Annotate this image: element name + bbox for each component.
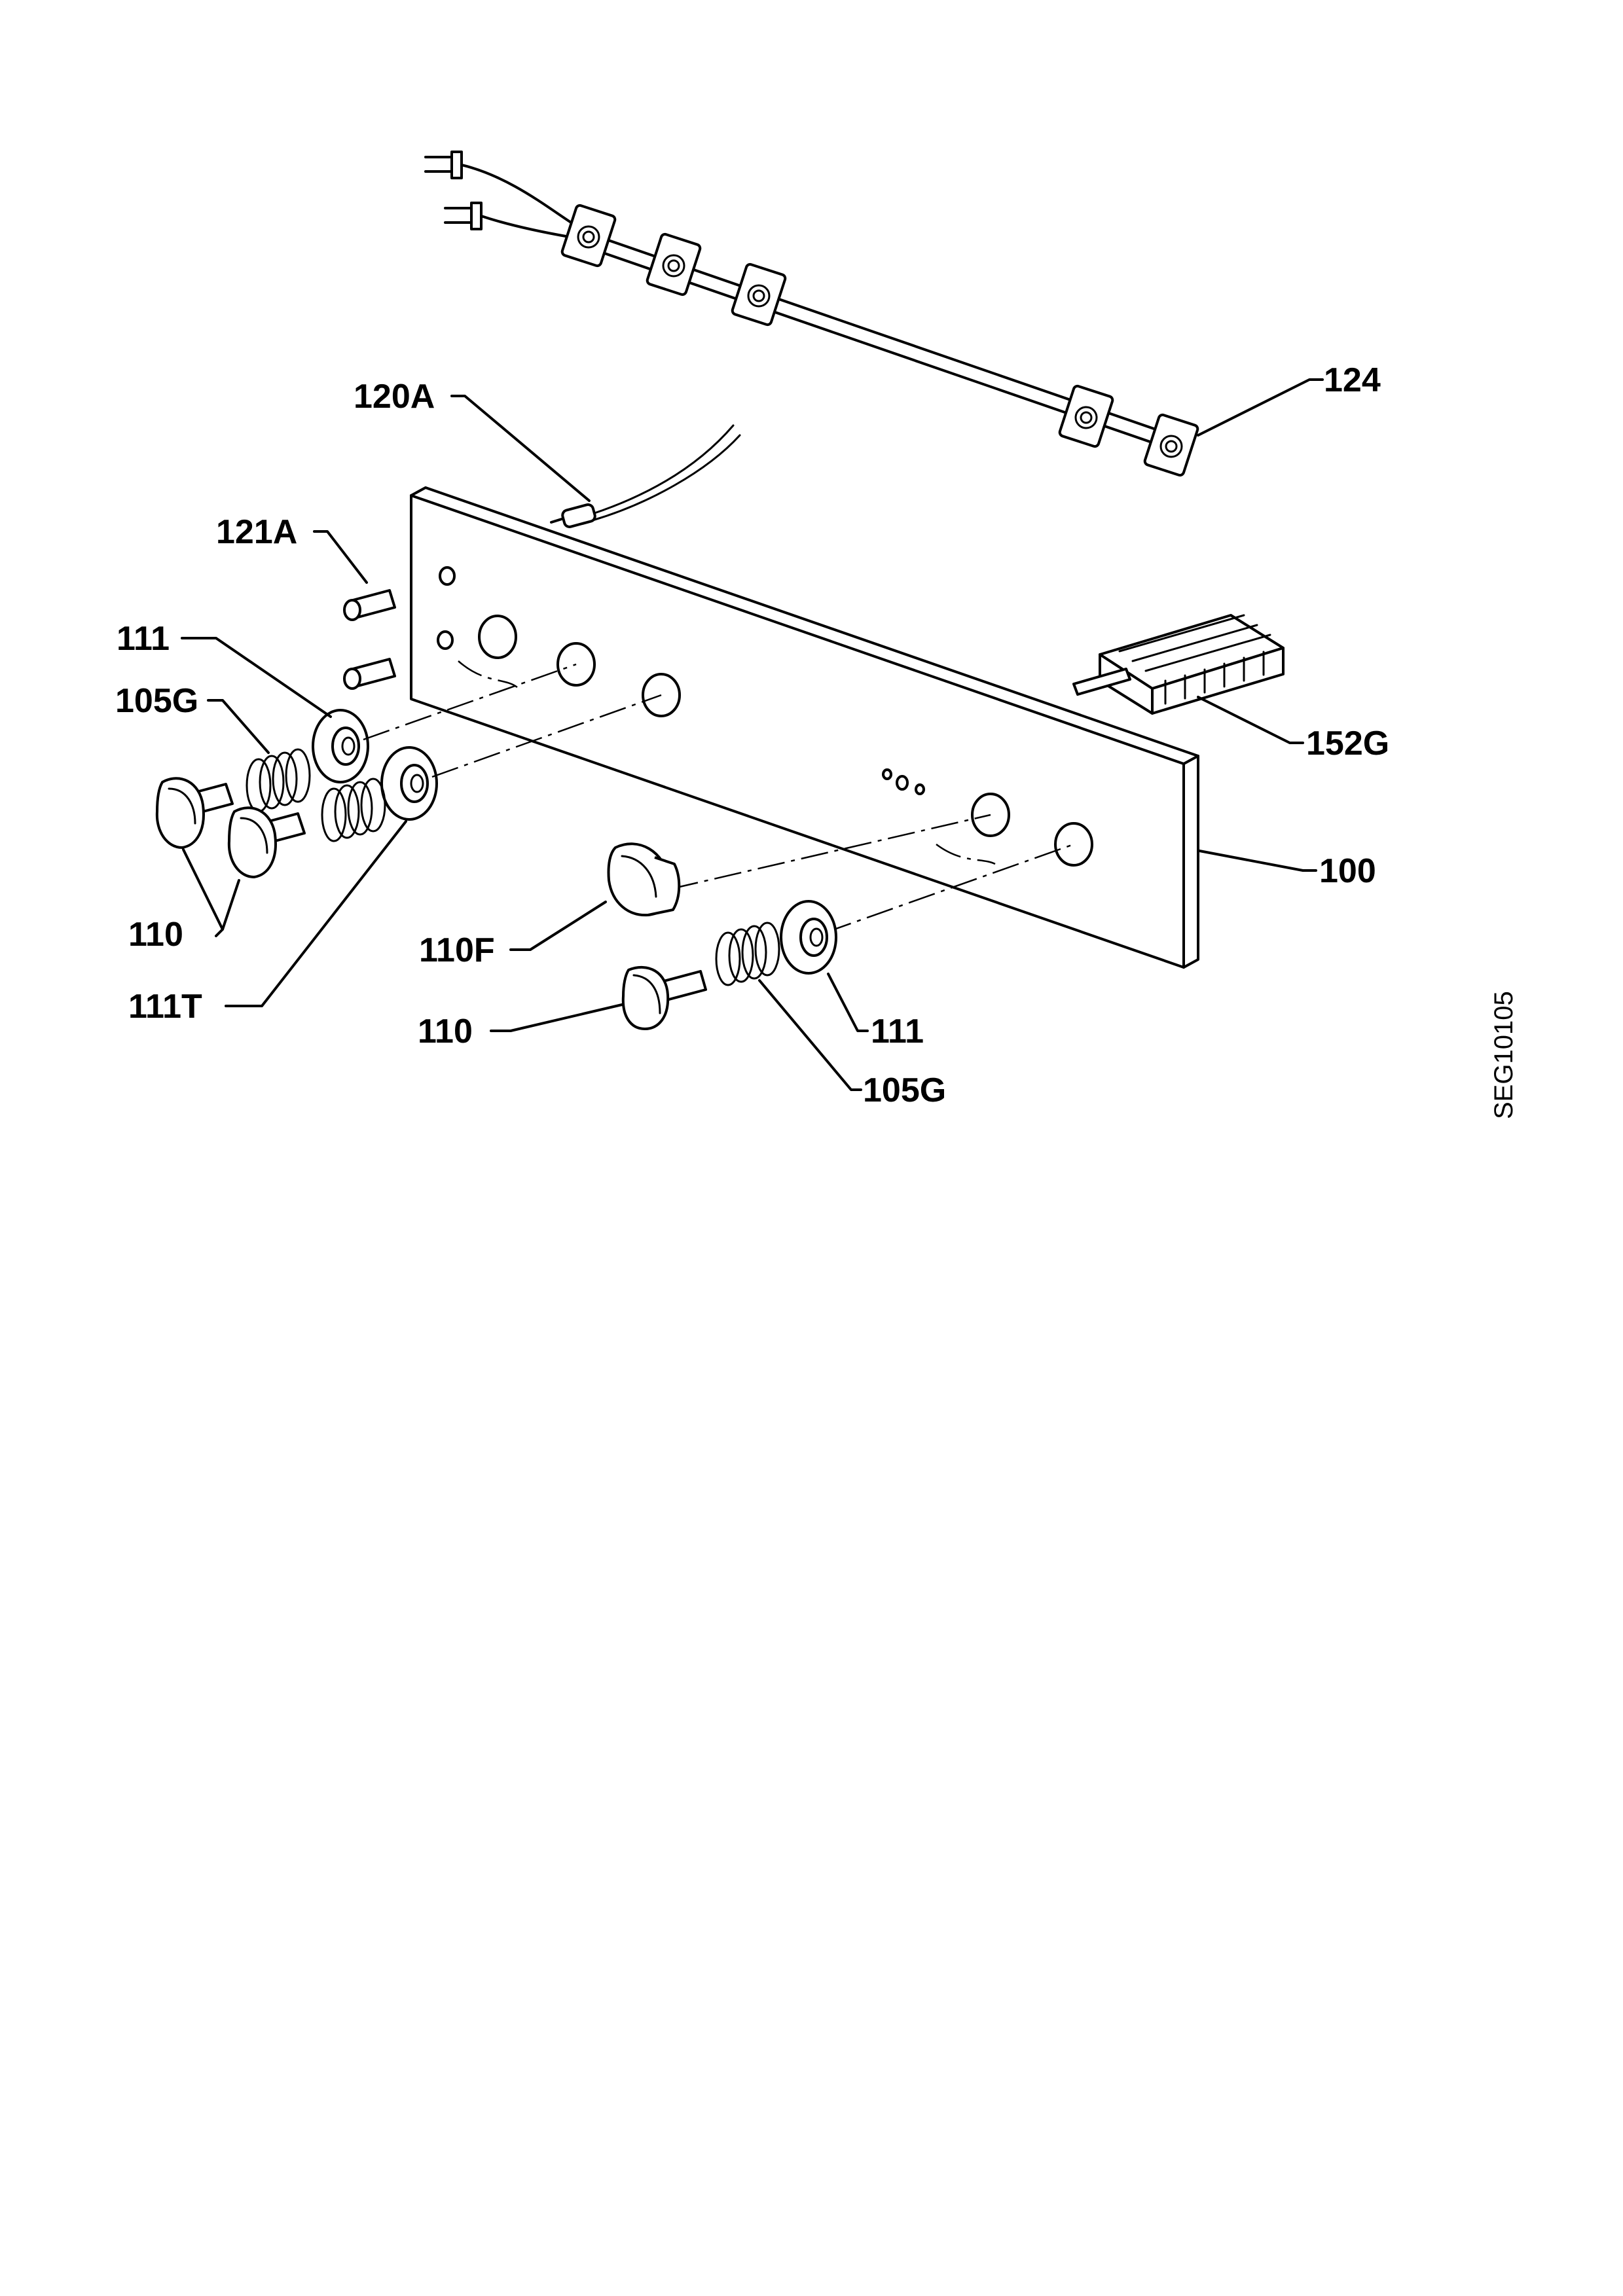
terminal-block-152G	[1072, 614, 1285, 715]
lamp-holder-121A	[343, 589, 396, 690]
drawing-code: SEG10105	[1489, 991, 1518, 1119]
leader-111-top	[181, 637, 332, 718]
control-knob-110-left-bottom	[227, 806, 306, 878]
control-knob-110F	[607, 842, 681, 917]
spring-105G-top	[246, 748, 311, 813]
leader-124	[1197, 378, 1324, 437]
label-100: 100	[1319, 852, 1376, 890]
leader-105G-top	[207, 699, 270, 754]
label-110F: 110F	[419, 931, 495, 969]
label-120A: 120A	[354, 378, 435, 416]
label-105G-top: 105G	[115, 682, 198, 720]
leader-111T	[225, 820, 407, 1007]
wiring-harness-124	[424, 151, 1199, 477]
bezel-ring-111T	[380, 746, 438, 821]
label-111-top: 111	[117, 620, 170, 658]
spring-105G-left-lower	[321, 778, 386, 842]
label-105G-bottom: 105G	[863, 1071, 946, 1109]
control-knob-110-left-top	[155, 777, 234, 849]
label-110-bottom: 110	[418, 1013, 473, 1050]
spring-105G-bottom	[715, 922, 780, 986]
leader-110-bottom	[490, 1003, 623, 1032]
leader-120A	[450, 395, 591, 502]
leader-105G-bottom	[758, 979, 862, 1091]
leader-152G	[1197, 696, 1304, 744]
pilot-lamp-120A	[550, 424, 741, 528]
bezel-ring-111-bottom	[780, 900, 837, 975]
bezel-ring-111-top	[312, 709, 369, 783]
leader-110-left	[182, 848, 240, 937]
leader-111-bottom	[827, 973, 869, 1032]
label-110-left: 110	[128, 916, 183, 954]
leader-110F	[509, 901, 607, 951]
control-knob-110-bottom	[621, 965, 707, 1030]
label-111-bottom: 111	[871, 1013, 924, 1050]
label-152G: 152G	[1306, 725, 1389, 762]
leader-100	[1198, 850, 1317, 872]
label-111T: 111T	[128, 988, 202, 1026]
label-121A: 121A	[216, 513, 297, 551]
control-panel-100	[410, 486, 1199, 969]
leader-121A	[313, 530, 368, 584]
label-124: 124	[1324, 361, 1381, 399]
